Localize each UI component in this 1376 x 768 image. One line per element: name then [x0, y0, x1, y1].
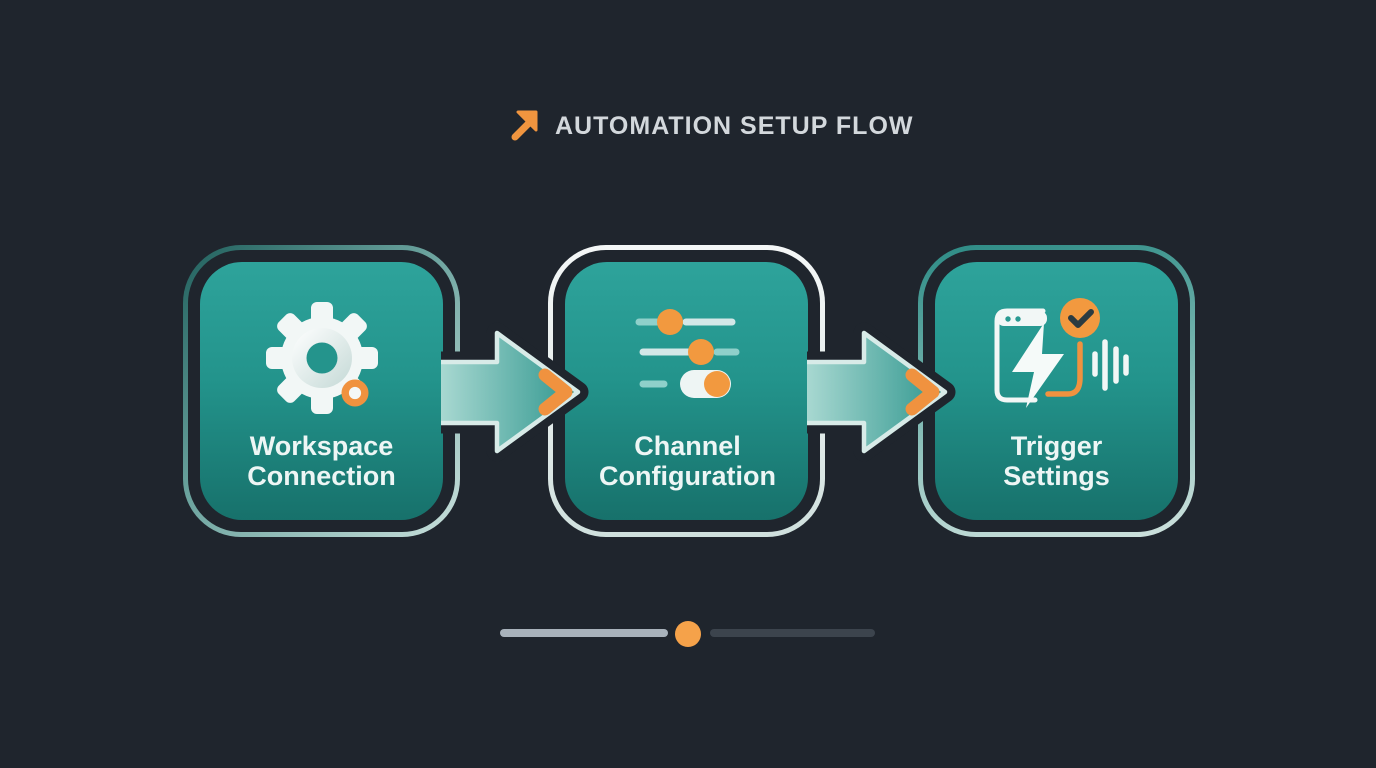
step-label-line: Workspace [249, 431, 394, 461]
step-label-line: Trigger [1010, 431, 1103, 461]
slider-knob[interactable] [675, 621, 701, 647]
page-title: AUTOMATION SETUP FLOW [555, 112, 914, 140]
step-label-line: Configuration [599, 461, 776, 491]
step-label-workspace-connection: Workspace Connection [200, 431, 443, 491]
gear-settings-icon [266, 302, 378, 414]
step-label-channel-configuration: Channel Configuration [566, 431, 809, 491]
channel-sliders-icon [635, 309, 740, 398]
step-label-trigger-settings: Trigger Settings [935, 431, 1178, 491]
card-body [935, 262, 1178, 520]
step-card-trigger-settings[interactable] [918, 245, 1195, 537]
slider-track-active[interactable] [500, 629, 668, 637]
arrow-up-right-icon [511, 110, 538, 141]
step-label-line: Connection [247, 461, 396, 491]
card-gap [923, 250, 1190, 532]
slider-track-inactive[interactable] [710, 629, 875, 637]
step-label-line: Channel [634, 431, 741, 461]
lightning-trigger-icon [994, 298, 1129, 408]
step-label-line: Settings [1003, 461, 1110, 491]
